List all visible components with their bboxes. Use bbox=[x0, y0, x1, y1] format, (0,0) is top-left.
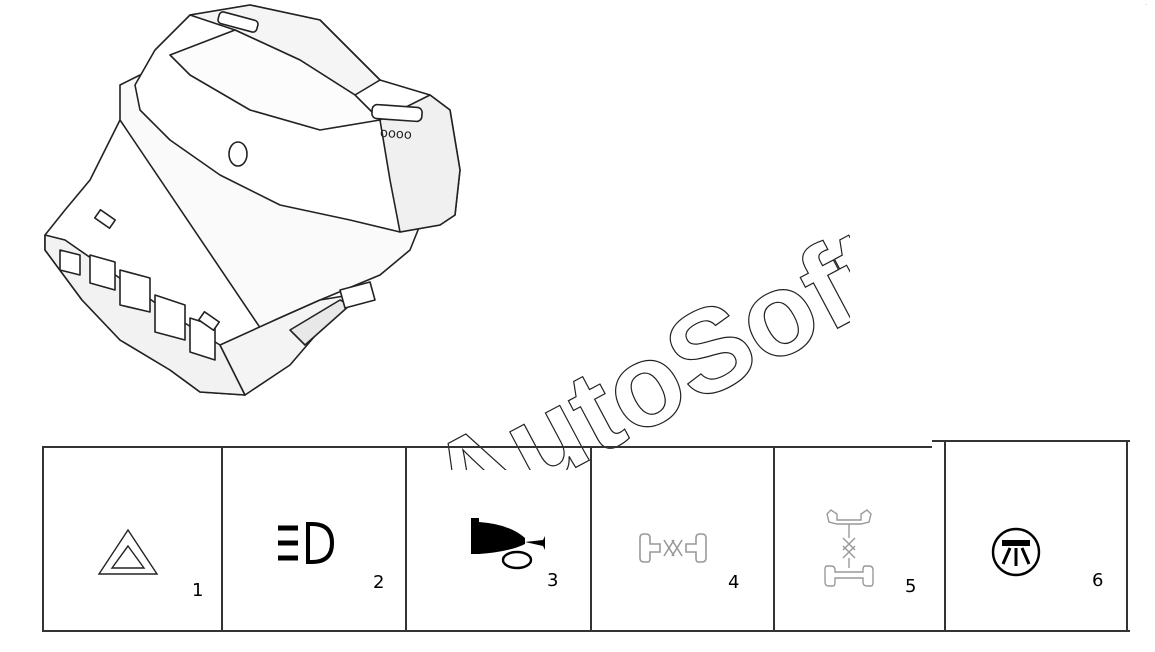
rocker-switch-illustration: oooo bbox=[44, 4, 461, 396]
symbol-cell-1: 1 bbox=[42, 446, 221, 632]
symbol-cell-4: 4 bbox=[590, 446, 773, 632]
table-divider-1 bbox=[221, 446, 223, 632]
symbol-cell-5: 5 bbox=[773, 446, 944, 632]
table-left-border bbox=[42, 446, 44, 632]
table-bottom-border bbox=[42, 630, 1130, 632]
table-divider-3 bbox=[590, 446, 592, 632]
symbol-number-1: 1 bbox=[192, 580, 204, 601]
table-divider-2 bbox=[405, 446, 407, 632]
hazard-warning-icon bbox=[97, 528, 159, 575]
table-top-border bbox=[42, 446, 932, 448]
inter-axle-differential-lock-icon bbox=[824, 509, 874, 587]
symbol-cell-3: 3 bbox=[405, 446, 590, 632]
symbol-number-3: 3 bbox=[547, 570, 559, 591]
illustration-label: oooo bbox=[379, 126, 412, 143]
low-beam-headlight-icon bbox=[278, 522, 335, 564]
symbols-table: 1 2 3 bbox=[42, 440, 1130, 632]
corner-mark: · bbox=[1145, 2, 1147, 9]
symbol-number-5: 5 bbox=[905, 576, 917, 597]
symbol-cell-2: 2 bbox=[221, 446, 405, 632]
table-right-border bbox=[1126, 440, 1128, 632]
symbol-number-6: 6 bbox=[1092, 570, 1104, 591]
table-top-border-right bbox=[932, 440, 1130, 442]
cab-interior-light-icon bbox=[991, 527, 1041, 577]
horn-icon bbox=[471, 518, 545, 570]
table-divider-5 bbox=[944, 440, 946, 632]
axle-differential-lock-icon bbox=[639, 533, 707, 563]
symbol-cell-6: 6 bbox=[944, 446, 1126, 632]
symbol-number-4: 4 bbox=[728, 572, 740, 593]
table-divider-4 bbox=[773, 446, 775, 632]
symbol-number-2: 2 bbox=[373, 572, 385, 593]
